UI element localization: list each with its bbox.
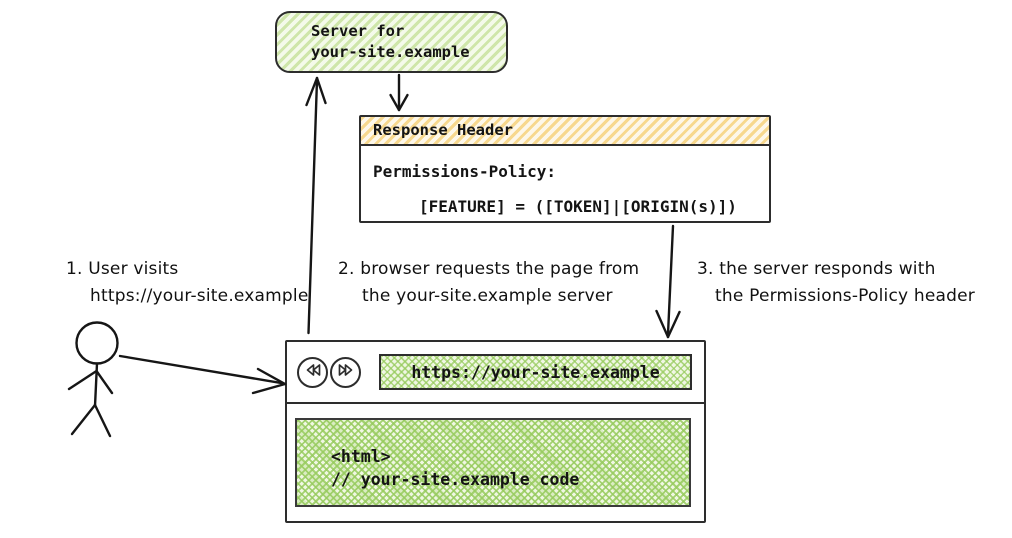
arrow-user-to-browser — [118, 354, 287, 395]
fast-forward-icon — [336, 360, 356, 384]
step-label-2: 2. browser requests the page from the yo… — [338, 256, 639, 310]
forward-button — [330, 356, 361, 388]
arrow-browser-to-server — [305, 76, 327, 335]
back-button — [297, 356, 328, 388]
step3-line1: 3. the server responds with — [697, 259, 936, 279]
page-content-box: <html> // your-site.example code — [295, 418, 691, 507]
browser-toolbar: https://your-site.example — [287, 342, 704, 404]
user-stick-figure — [67, 321, 119, 438]
server-box-line2: your-site.example — [311, 43, 470, 61]
code-line2: // your-site.example code — [331, 470, 580, 489]
arrow-server-to-response-header — [389, 73, 409, 112]
response-header-box: Response Header Permissions-Policy: [FEA… — [359, 115, 771, 223]
url-bar: https://your-site.example — [379, 354, 692, 390]
server-box: Server for your-site.example — [275, 11, 508, 73]
arrow-response-to-browser — [655, 224, 681, 339]
policy-line1: Permissions-Policy: — [373, 162, 557, 181]
step2-line2: the your-site.example server — [362, 286, 613, 306]
policy-line2: [FEATURE] = ([TOKEN]|[ORIGIN(s)]) — [419, 197, 737, 216]
stick-figure-head — [75, 321, 119, 365]
url-text: https://your-site.example — [411, 362, 660, 382]
step2-line1: 2. browser requests the page from — [338, 259, 640, 279]
response-header-body: Permissions-Policy: [FEATURE] = ([TOKEN]… — [361, 146, 769, 224]
browser-window: https://your-site.example <html> // your… — [285, 340, 706, 523]
step-label-1: 1. User visits https://your-site.example — [66, 256, 309, 310]
response-header-title: Response Header — [361, 117, 769, 146]
server-box-line1: Server for — [311, 22, 405, 40]
step1-line2: https://your-site.example — [90, 286, 309, 306]
step1-line1: 1. User visits — [66, 259, 179, 279]
code-line1: <html> — [331, 447, 391, 466]
step3-line2: the Permissions-Policy header — [715, 286, 975, 306]
step-label-3: 3. the server responds with the Permissi… — [697, 256, 975, 310]
rewind-icon — [303, 360, 323, 384]
